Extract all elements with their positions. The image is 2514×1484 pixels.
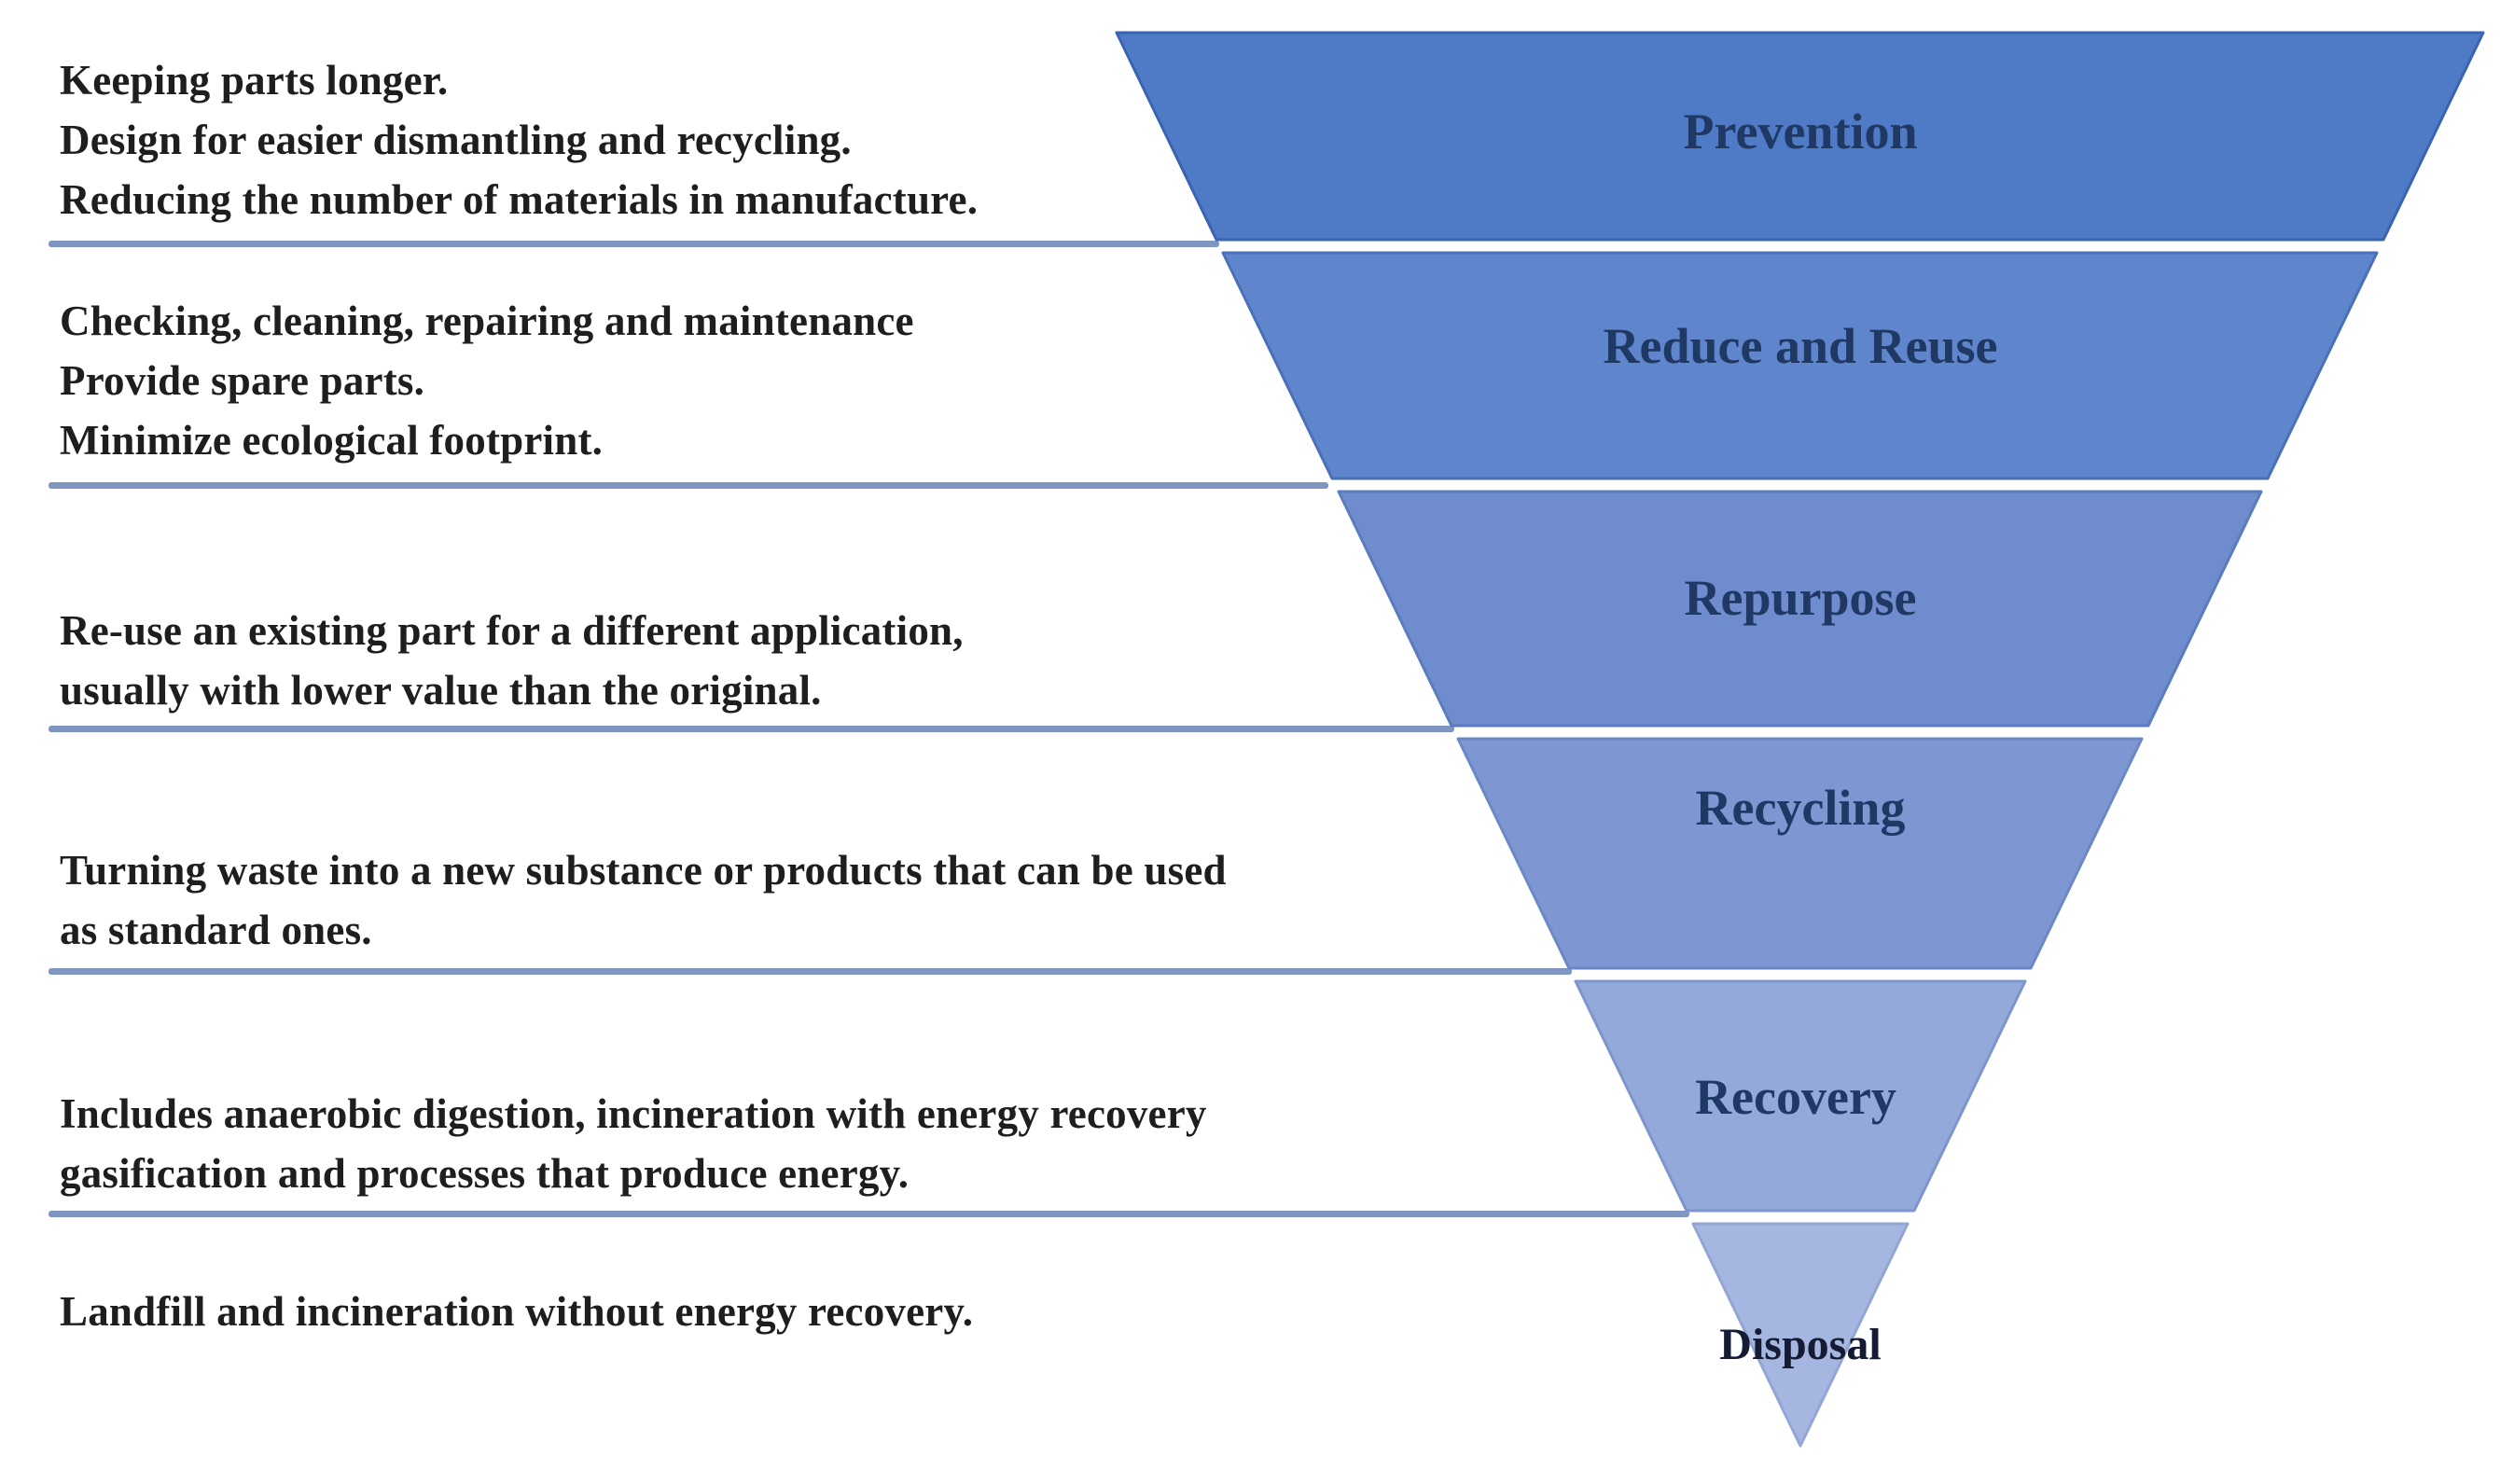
funnel-label-prevention: Prevention [1684,104,1918,159]
description-line: Design for easier dismantling and recycl… [60,117,852,163]
description-line: Provide spare parts. [60,357,425,404]
description-line: Includes anaerobic digestion, incinerati… [60,1090,1207,1137]
description-line: gasification and processes that produce … [60,1150,910,1197]
description-line: Keeping parts longer. [60,57,449,104]
description-line: Turning waste into a new substance or pr… [60,847,1227,894]
description-block-recovery: Includes anaerobic digestion, incinerati… [60,1084,1207,1203]
description-block-prevention: Keeping parts longer. Design for easier … [60,50,978,229]
separator-line [49,726,1454,732]
funnel-label-recycling: Recycling [1696,780,1906,836]
funnel-segment-repurpose [1337,490,2263,728]
description-line: Reducing the number of materials in manu… [60,176,979,223]
description-block-recycling: Turning waste into a new substance or pr… [60,840,1227,960]
funnel-label-recovery: Recovery [1695,1069,1896,1125]
funnel-segment-disposal [1691,1222,1910,1448]
funnel-label-disposal: Disposal [1719,1320,1881,1369]
funnel-segment-recycling [1456,737,2144,970]
description-line: Re-use an existing part for a different … [60,607,964,654]
funnel-label-reduce-reuse: Reduce and Reuse [1603,318,1997,374]
description-block-disposal: Landfill and incineration without energy… [60,1282,973,1341]
description-line: Landfill and incineration without energy… [60,1288,974,1335]
separator-line [49,482,1328,489]
description-block-repurpose: Re-use an existing part for a different … [60,601,964,720]
separator-line [49,241,1219,247]
separator-line [49,1211,1689,1217]
funnel-label-repurpose: Repurpose [1684,570,1916,626]
description-block-reduce-reuse: Checking, cleaning, repairing and mainte… [60,291,914,470]
description-line: Minimize ecological footprint. [60,417,604,464]
description-line: as standard ones. [60,907,372,953]
funnel-segment-prevention [1115,31,2485,242]
separator-line [49,968,1572,975]
description-line: usually with lower value than the origin… [60,667,822,714]
funnel-segment-recovery [1574,979,2027,1213]
funnel-segment-reduce-reuse [1221,251,2379,480]
description-line: Checking, cleaning, repairing and mainte… [60,298,914,344]
